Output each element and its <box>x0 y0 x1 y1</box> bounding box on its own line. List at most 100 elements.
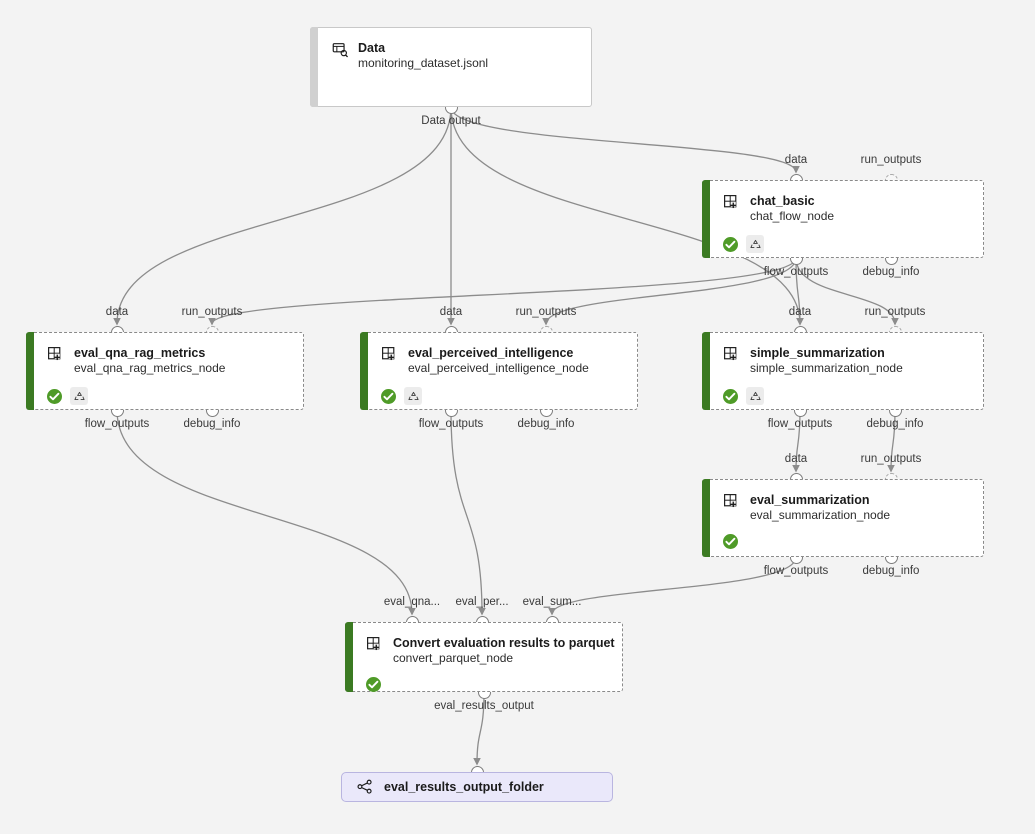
asset-node-eval_results_output_folder[interactable]: eval_results_output_folder <box>341 772 613 802</box>
node-title: Data <box>358 41 386 55</box>
share-nodes-icon <box>356 778 374 796</box>
flow-node-icon <box>723 346 741 364</box>
port-label: data <box>105 306 129 318</box>
status-check-badge <box>723 388 738 404</box>
port-label: data <box>788 306 812 318</box>
edge <box>113 106 452 326</box>
port-label: Data output <box>421 115 481 127</box>
flow-node-icon <box>723 493 741 511</box>
node-badges <box>381 387 627 406</box>
port-label: run_outputs <box>864 306 926 318</box>
node-subtitle: eval_summarization_node <box>750 508 891 522</box>
port-label: data <box>784 453 808 465</box>
port-label: run_outputs <box>181 306 243 318</box>
recycle-badge[interactable] <box>404 387 422 406</box>
check-icon <box>368 681 379 689</box>
node-title: Convert evaluation results to parquet <box>393 636 615 650</box>
flow-node-icon <box>382 347 395 361</box>
flow-node-icon <box>723 194 741 212</box>
port-label: flow_outputs <box>763 565 829 577</box>
flow-node-icon <box>724 347 737 361</box>
port-label: run_outputs <box>515 306 577 318</box>
node-status-bar <box>702 479 710 557</box>
node-subtitle: chat_flow_node <box>750 209 835 223</box>
flow-node-icon <box>381 346 399 364</box>
node-title: eval_summarization <box>750 493 870 507</box>
node-badges <box>723 235 973 254</box>
flow-node-icon <box>367 637 380 651</box>
node-subtitle: eval_perceived_intelligence_node <box>408 361 589 375</box>
port-label: debug_info <box>183 418 241 430</box>
edge <box>450 409 486 616</box>
node-subtitle: simple_summarization_node <box>750 361 903 375</box>
status-check-badge <box>723 236 738 252</box>
node-status-bar <box>360 332 368 410</box>
asset-node-label: eval_results_output_folder <box>384 780 544 794</box>
node-subtitle: eval_qna_rag_metrics_node <box>74 361 226 375</box>
node-badges <box>366 677 612 693</box>
node-title: simple_summarization <box>750 346 885 360</box>
dataset-icon <box>331 41 349 59</box>
node-badges <box>723 534 973 550</box>
edge <box>548 556 797 616</box>
flow-node-icon <box>47 346 65 364</box>
flow-node-icon <box>724 195 737 209</box>
node-title: eval_qna_rag_metrics <box>74 346 206 360</box>
port-label: debug_info <box>862 266 920 278</box>
port-label: flow_outputs <box>763 266 829 278</box>
port-label: data <box>439 306 463 318</box>
flow-node-icon <box>48 347 61 361</box>
node-status-bar <box>345 622 353 692</box>
check-icon <box>725 538 736 546</box>
status-check-badge <box>723 534 738 550</box>
edge <box>450 106 800 174</box>
port-label: debug_info <box>866 418 924 430</box>
recycle-icon <box>749 391 761 400</box>
port-label: eval_per... <box>455 596 509 608</box>
node-badges <box>47 387 293 406</box>
flow-node-icon <box>724 494 737 508</box>
status-check-badge <box>381 388 396 404</box>
status-check-badge <box>366 677 381 693</box>
port-label: eval_sum... <box>522 596 582 608</box>
check-icon <box>725 240 736 249</box>
port-label: flow_outputs <box>84 418 150 430</box>
port-label: flow_outputs <box>418 418 484 430</box>
recycle-icon <box>407 391 419 400</box>
flow-node-icon <box>366 636 384 654</box>
node-status-bar <box>702 332 710 410</box>
recycle-icon <box>73 391 85 400</box>
recycle-badge[interactable] <box>746 235 764 254</box>
node-subtitle: convert_parquet_node <box>393 651 514 665</box>
port-label: debug_info <box>862 565 920 577</box>
edge <box>116 409 416 616</box>
port-label: eval_results_output <box>434 700 534 712</box>
check-icon <box>383 392 394 401</box>
port-label: flow_outputs <box>767 418 833 430</box>
node-title: eval_perceived_intelligence <box>408 346 574 360</box>
node-status-bar <box>702 180 710 258</box>
node-badges <box>723 387 973 406</box>
check-icon <box>49 392 60 401</box>
recycle-badge[interactable] <box>746 387 764 406</box>
node-status-bar <box>310 27 318 107</box>
share-nodes-icon <box>357 779 372 794</box>
node-subtitle: monitoring_dataset.jsonl <box>358 56 489 70</box>
port-label: debug_info <box>517 418 575 430</box>
recycle-icon <box>749 239 761 248</box>
port-label: run_outputs <box>860 154 922 166</box>
port-label: data <box>784 154 808 166</box>
recycle-badge[interactable] <box>70 387 88 406</box>
node-title: chat_basic <box>750 194 815 208</box>
port-label: run_outputs <box>860 453 922 465</box>
edge <box>208 257 797 326</box>
status-check-badge <box>47 388 62 404</box>
